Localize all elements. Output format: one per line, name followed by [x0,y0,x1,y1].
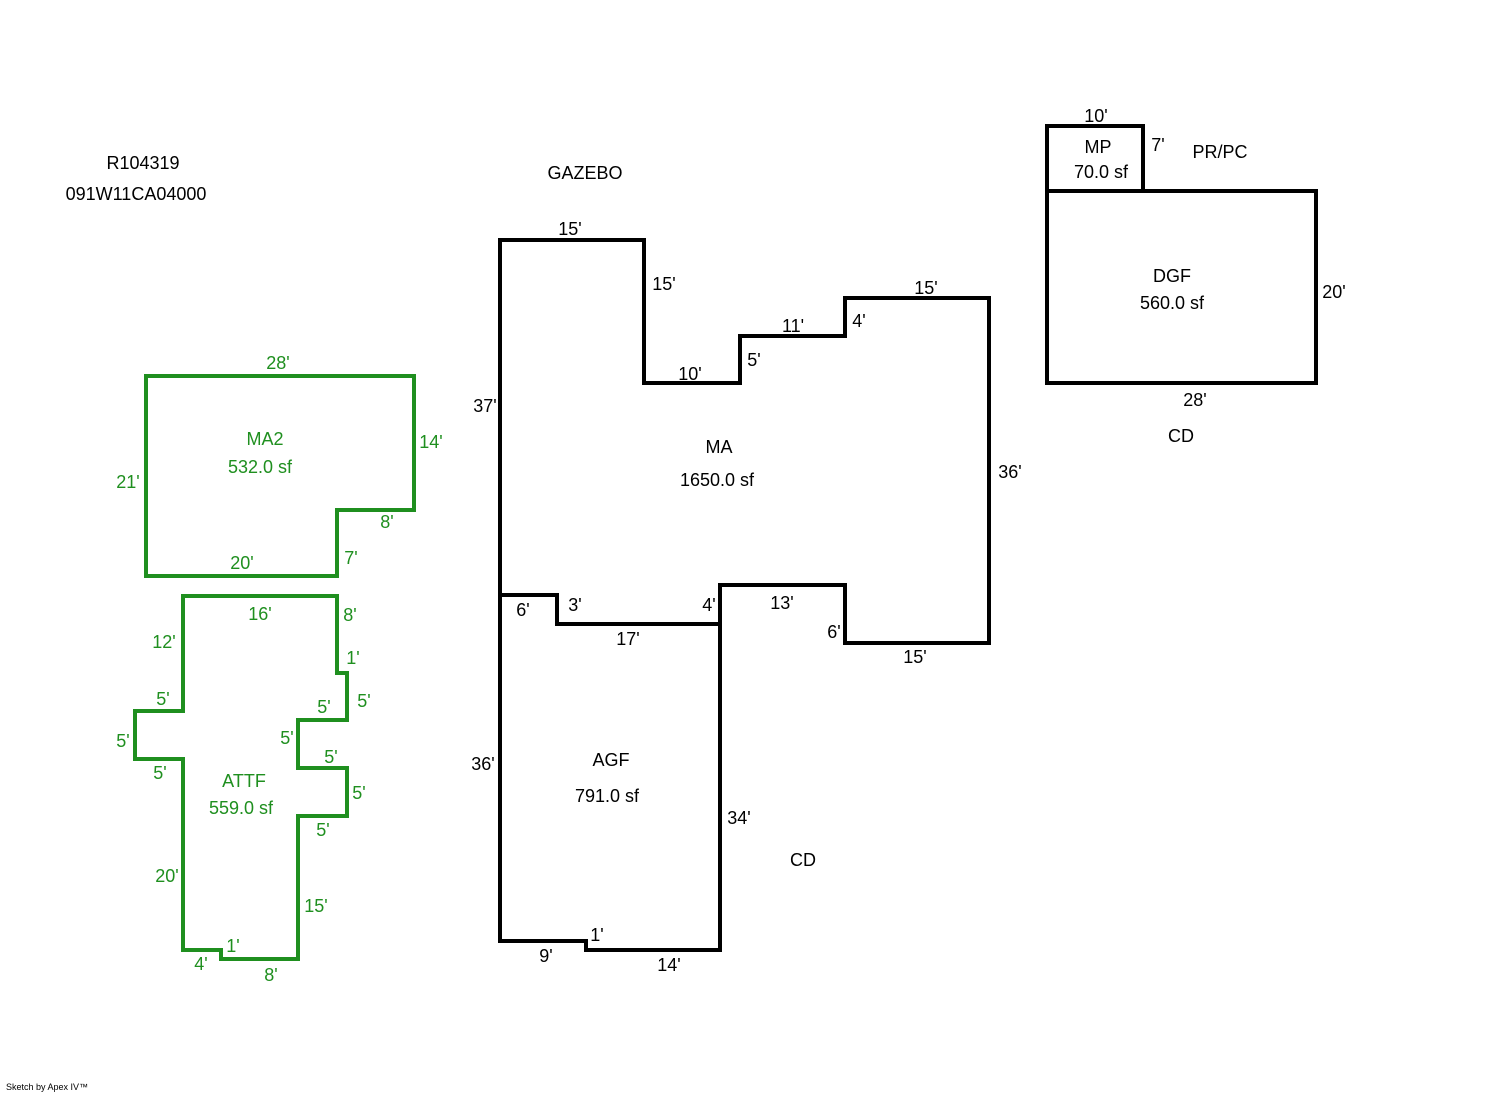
mp-dim-top: 10' [1084,106,1107,126]
ma2-name: MA2 [246,429,283,449]
dgf-outline [1045,189,1318,385]
attf-dim-b3: 4' [194,954,207,974]
mp-name: MP [1085,137,1112,157]
attf-dim-r4: 5' [317,697,330,717]
agf-area: 791.0 sf [575,786,640,806]
ma2-dim-right: 14' [419,432,442,452]
agf-dim-top-b: 3' [568,595,581,615]
parcel-id: 091W11CA04000 [66,184,207,204]
agf-dim-top-a: 6' [516,600,529,620]
ma-dim-left: 37' [473,396,496,416]
ma2-dim-top: 28' [266,353,289,373]
dgf-name: DGF [1153,266,1191,286]
ma-dim-d3: 5' [747,350,760,370]
attf-dim-r7: 5' [352,783,365,803]
attf-dim-top: 16' [248,604,271,624]
attf-outline [133,594,349,961]
ma-dim-d4: 11' [782,316,804,336]
ma-area: 1650.0 sf [680,470,755,490]
gazebo-label: GAZEBO [547,163,622,183]
agf-dim-bottom-c: 9' [539,946,552,966]
attf-dim-l1: 20' [155,866,178,886]
attf-dim-r1: 8' [343,605,356,625]
cd-label-lower: CD [790,850,816,870]
attf-dim-l5: 12' [152,632,175,652]
attf-dim-r3: 5' [357,691,370,711]
attf-dim-r2: 1' [346,648,359,668]
ma-dim-top: 15' [558,219,581,239]
attf-dim-r8: 5' [316,820,329,840]
ma-dim-d8: 13' [770,593,793,613]
ma-dim-d1: 15' [652,274,675,294]
attf-dim-b2: 1' [226,936,239,956]
ma-dim-d7: 6' [827,622,840,642]
attf-name: ATTF [222,771,266,791]
ma-outline [498,238,991,645]
agf-outline [498,593,722,952]
dgf-area: 560.0 sf [1140,293,1205,313]
ma-dim-d5: 4' [852,311,865,331]
attf-dim-r9: 15' [304,896,327,916]
agf-dim-bottom-a: 14' [657,955,680,975]
agf-dim-top-c: 17' [616,629,639,649]
ma-dim-d2: 10' [678,364,701,384]
ma2-outline [144,374,416,578]
mp-area: 70.0 sf [1074,162,1129,182]
software-credit: Sketch by Apex IV™ [6,1082,88,1092]
ma2-dim-notch: 7' [344,548,357,568]
attf-area: 559.0 sf [209,798,274,818]
agf-name: AGF [592,750,629,770]
dgf-dim-right: 20' [1322,282,1345,302]
pr-pc-label: PR/PC [1192,142,1247,162]
record-id: R104319 [106,153,179,173]
ma-name: MA [706,437,733,457]
ma2-dim-step: 8' [380,512,393,532]
ma2-area: 532.0 sf [228,457,293,477]
agf-dim-bottom-b: 1' [590,925,603,945]
ma-dim-d6: 15' [914,278,937,298]
ma-dim-d9: 4' [702,595,715,615]
attf-dim-l3: 5' [116,731,129,751]
attf-dim-l2: 5' [153,763,166,783]
agf-dim-right: 34' [727,808,750,828]
ma2-dim-left: 21' [116,472,139,492]
attf-dim-r5: 5' [280,728,293,748]
cd-label-upper: CD [1168,426,1194,446]
mp-dim-right: 7' [1151,135,1164,155]
dgf-dim-bottom: 28' [1183,390,1206,410]
attf-dim-r6: 5' [324,747,337,767]
attf-dim-l4: 5' [156,689,169,709]
ma2-dim-bottom: 20' [230,553,253,573]
agf-dim-left: 36' [471,754,494,774]
ma-dim-right: 36' [998,462,1021,482]
ma-dim-bottom: 15' [903,647,926,667]
attf-dim-b1: 8' [264,965,277,985]
